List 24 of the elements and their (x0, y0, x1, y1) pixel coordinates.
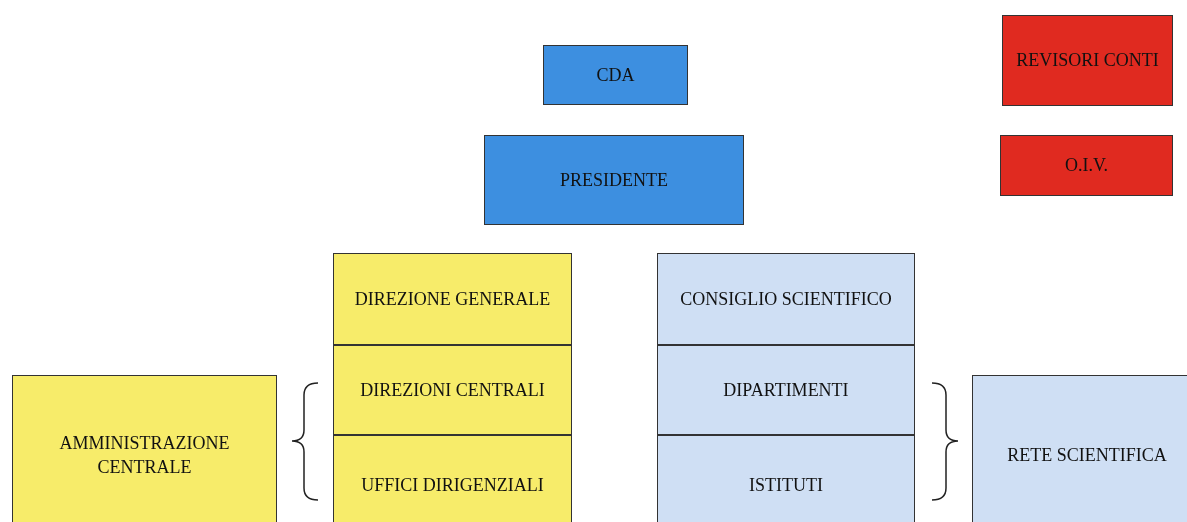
box-label: UFFICI DIRIGENZIALI (360, 473, 545, 497)
box-label: RETE SCIENTIFICA (1006, 443, 1168, 467)
box-label: O.I.V. (1063, 154, 1110, 178)
box-label: ISTITUTI (748, 473, 824, 497)
box-label: CONSIGLIO SCIENTIFICO (679, 287, 893, 311)
org-box (333, 253, 572, 345)
group-box (972, 375, 1187, 522)
box-label: DIREZIONI CENTRALI (359, 378, 546, 402)
box-label: DIREZIONE GENERALE (353, 287, 552, 311)
org-box (657, 435, 915, 522)
box-label: CDA (595, 63, 636, 87)
box-label: REVISORI CONTI (1015, 49, 1160, 73)
org-box (333, 435, 572, 522)
box-label: DIPARTIMENTI (722, 378, 850, 402)
president-box (484, 135, 744, 225)
org-box (333, 345, 572, 435)
board-box (543, 45, 688, 105)
org-box (657, 345, 915, 435)
group-box (12, 375, 277, 522)
box-label: AMMINISTRAZIONE CENTRALE (58, 431, 231, 479)
evaluation-box (1000, 135, 1173, 196)
org-box (657, 253, 915, 345)
box-label: PRESIDENTE (559, 168, 669, 192)
auditors-box (1002, 15, 1173, 106)
